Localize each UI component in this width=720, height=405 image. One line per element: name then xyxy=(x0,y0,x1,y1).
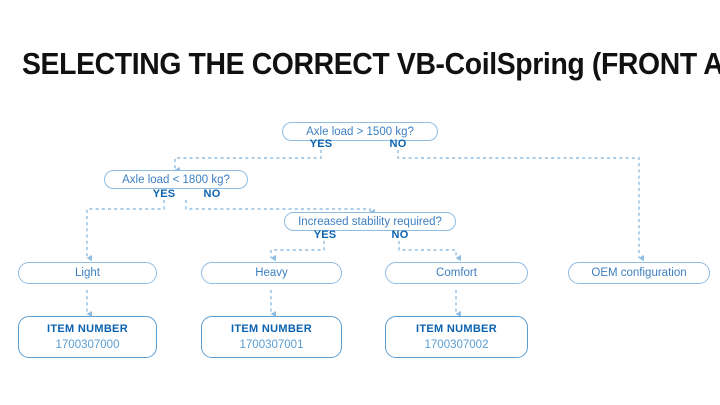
result-node-oem-configuration[interactable]: OEM configuration xyxy=(568,262,710,284)
branch-label-d3-no: NO xyxy=(391,229,409,241)
decision-node-increased-stability[interactable]: Increased stability required? xyxy=(284,212,456,231)
item-number-box-comfort[interactable]: ITEM NUMBER 1700307002 xyxy=(385,316,528,358)
item-number-value-heavy: 1700307001 xyxy=(239,338,304,351)
result-label-comfort: Comfort xyxy=(436,267,477,279)
branch-label-d1-yes: YES xyxy=(309,138,333,150)
item-number-box-heavy[interactable]: ITEM NUMBER 1700307001 xyxy=(201,316,342,358)
page-title: SELECTING THE CORRECT VB-CoilSpring (FRO… xyxy=(22,46,720,81)
item-number-value-comfort: 1700307002 xyxy=(424,338,489,351)
result-node-light[interactable]: Light xyxy=(18,262,157,284)
result-node-heavy[interactable]: Heavy xyxy=(201,262,342,284)
result-label-heavy: Heavy xyxy=(255,267,288,279)
decision-label-increased-stability: Increased stability required? xyxy=(298,215,442,228)
branch-label-d2-no: NO xyxy=(203,188,221,200)
decision-label-axle-load-1500: Axle load > 1500 kg? xyxy=(306,125,414,138)
item-number-box-light[interactable]: ITEM NUMBER 1700307000 xyxy=(18,316,157,358)
decision-label-axle-load-1800: Axle load < 1800 kg? xyxy=(122,173,230,186)
branch-label-d3-yes: YES xyxy=(313,229,337,241)
decision-node-axle-load-1500[interactable]: Axle load > 1500 kg? xyxy=(282,122,438,141)
item-number-title-heavy: ITEM NUMBER xyxy=(231,322,312,335)
decision-node-axle-load-1800[interactable]: Axle load < 1800 kg? xyxy=(104,170,248,189)
wire-d2-no-to-d3 xyxy=(185,200,376,216)
result-label-light: Light xyxy=(75,267,100,279)
item-number-title-light: ITEM NUMBER xyxy=(47,322,128,335)
wire-d1-no-to-oem xyxy=(397,150,645,262)
wire-d3-yes-to-heavy xyxy=(270,241,325,262)
branch-label-d2-yes: YES xyxy=(152,188,176,200)
result-node-comfort[interactable]: Comfort xyxy=(385,262,528,284)
wire-d3-no-to-comfort xyxy=(398,241,462,262)
result-label-oem-configuration: OEM configuration xyxy=(591,267,687,279)
item-number-title-comfort: ITEM NUMBER xyxy=(416,322,497,335)
wire-d1-yes-to-d2 xyxy=(174,150,322,174)
wire-d2-yes-to-light xyxy=(86,200,165,262)
item-number-value-light: 1700307000 xyxy=(55,338,120,351)
branch-label-d1-no: NO xyxy=(389,138,407,150)
